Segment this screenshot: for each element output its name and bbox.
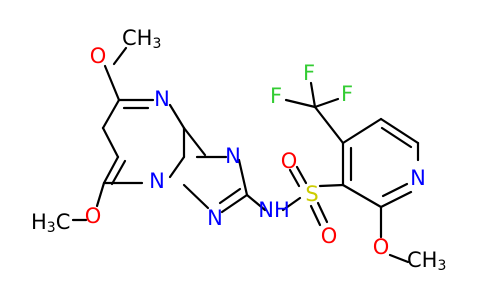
bond [168, 155, 186, 179]
fluorine-atom-label: F [341, 82, 353, 106]
bond [318, 183, 345, 188]
bond [309, 204, 322, 227]
nitrogen-atom-label: N [225, 144, 241, 168]
methyl-label-text: CH [122, 26, 152, 50]
bond [110, 159, 127, 186]
bond [388, 253, 410, 264]
bond [379, 190, 413, 209]
nitrogen-atom-label: N [154, 87, 170, 111]
bond [102, 155, 120, 185]
sulfur-atom-label: S [305, 182, 318, 206]
bond [309, 81, 317, 109]
methyl-label-text: C [56, 210, 71, 234]
bond [380, 126, 413, 149]
methyl-label: H3C [31, 210, 70, 236]
bond [341, 183, 383, 209]
nitrogen-atom-label: N [207, 206, 223, 230]
bond [316, 201, 329, 224]
oxygen-atom-label: O [85, 204, 102, 228]
bond [284, 98, 317, 109]
atom-labels: O CH3 N N N N NH O H3C S O O F F F N O C… [31, 26, 446, 274]
bond [168, 103, 186, 130]
bond [281, 196, 302, 212]
methyl-subscript: 3 [47, 220, 56, 236]
bond [101, 126, 120, 159]
methyl-label: CH3 [122, 26, 161, 52]
nitrogen-atom-label: N [149, 169, 165, 193]
fluorine-atom-label: F [303, 61, 315, 85]
bond [218, 187, 242, 205]
oxygen-atom-label: O [90, 44, 107, 68]
bond [313, 97, 340, 109]
nh-atom-label: NH [258, 198, 290, 222]
bond [295, 165, 308, 185]
methyl-subscript: 3 [437, 258, 446, 274]
fluorine-atom-label: F [270, 84, 282, 108]
oxygen-atom-label: O [321, 224, 338, 248]
bond [341, 117, 383, 145]
bond [313, 105, 345, 145]
bond [237, 158, 249, 197]
methyl-label-text: H [31, 210, 47, 234]
bond [182, 126, 207, 157]
bond [220, 193, 249, 214]
oxygen-atom-label: O [281, 149, 298, 173]
methyl-label-text: CH [407, 248, 437, 272]
bond [182, 183, 210, 210]
bond [103, 64, 121, 102]
methyl-subscript: 3 [152, 36, 161, 52]
nitrogen-atom-label: N [410, 166, 426, 190]
oxygen-atom-label: O [373, 235, 390, 259]
bond [288, 168, 301, 188]
bond [95, 181, 106, 208]
bond [379, 117, 420, 145]
bonds [71, 46, 420, 264]
bond [245, 193, 267, 212]
bond [112, 46, 128, 66]
methyl-label: CH3 [407, 248, 446, 274]
bond [101, 98, 121, 130]
bond [381, 182, 409, 198]
